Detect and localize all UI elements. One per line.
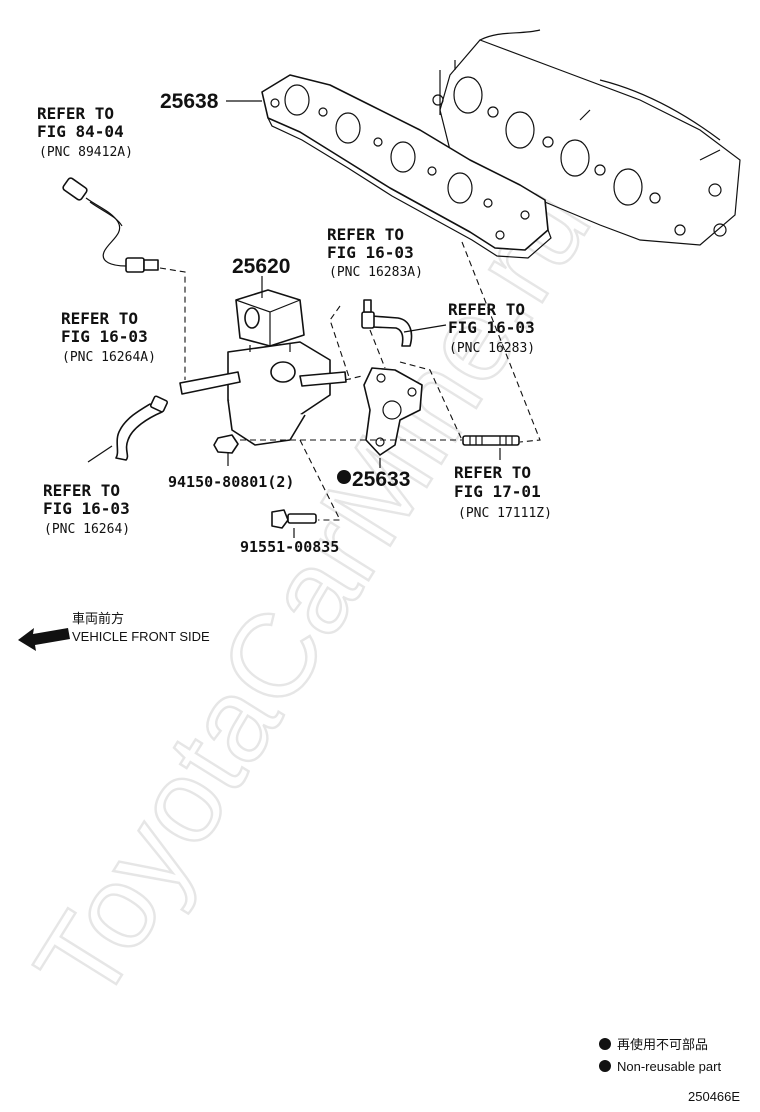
nut-drawing [213,434,239,454]
ref-block-89412a: REFER TO FIG 84-04 (PNC 89412A) [37,104,133,160]
ref-line1: REFER TO [448,300,525,319]
ref-line2: FIG 16-03 [43,499,130,518]
hose-left-drawing [115,395,169,461]
callout-25633: 25633 [352,468,410,491]
figure-code: 250466E [688,1089,740,1104]
leader-lines [87,100,501,538]
watermark: ToyotaCarMine.ru [10,164,615,1024]
direction-label-en: VEHICLE FRONT SIDE [72,629,210,644]
ref-line2: FIG 17-01 [454,482,541,501]
ref-pnc: (PNC 16264) [44,522,130,537]
ref-line1: REFER TO [37,104,114,123]
direction-label-jp: 車両前方 [72,611,124,626]
oxygen-sensor-drawing [62,177,159,273]
legend: 再使用不可部品 Non-reusable part [599,1037,721,1074]
legend-label-en: Non-reusable part [617,1059,721,1074]
ref-pnc: (PNC 16283) [449,341,535,356]
cylinder-head-drawing [432,29,741,246]
callout-94150-80801: 94150-80801(2) [168,473,294,491]
ref-pnc: (PNC 89412A) [39,145,133,160]
direction-arrow-icon [18,628,70,651]
stud-bolt-drawing [462,435,520,446]
ref-block-16283a: REFER TO FIG 16-03 (PNC 16283A) [327,225,423,280]
ref-line1: REFER TO [43,481,120,500]
ref-pnc: (PNC 17111Z) [458,506,552,521]
callout-91551-00835: 91551-00835 [240,538,339,556]
ref-block-16264: REFER TO FIG 16-03 (PNC 16264) [43,481,130,537]
non-reusable-bullet-icon [599,1060,611,1072]
ref-pnc: (PNC 16264A) [62,350,156,365]
callout-25620: 25620 [232,255,290,278]
ref-line2: FIG 16-03 [448,318,535,337]
bolt-drawing [271,509,317,529]
ref-pnc: (PNC 16283A) [329,265,423,280]
assembly-lines [159,241,541,521]
ref-line2: FIG 16-03 [327,243,414,262]
ref-line2: FIG 84-04 [37,122,124,141]
ref-block-16283: REFER TO FIG 16-03 (PNC 16283) [448,300,535,356]
manifold-gasket-drawing [261,74,552,259]
ref-block-17111z: REFER TO FIG 17-01 (PNC 17111Z) [454,463,552,521]
non-reusable-bullet-icon [599,1038,611,1050]
legend-label-jp: 再使用不可部品 [617,1037,708,1052]
ref-line1: REFER TO [454,463,531,482]
hose-upper-right-drawing [361,299,413,347]
ref-line2: FIG 16-03 [61,327,148,346]
ref-line1: REFER TO [61,309,138,328]
valve-gasket-drawing [363,367,423,456]
callout-25638: 25638 [160,90,219,113]
ref-line1: REFER TO [327,225,404,244]
ref-block-16264a: REFER TO FIG 16-03 (PNC 16264A) [61,309,156,365]
air-injection-valve-drawing [179,289,347,446]
vehicle-front-indicator: 車両前方 VEHICLE FRONT SIDE [18,611,210,651]
non-reusable-marker [337,470,351,484]
